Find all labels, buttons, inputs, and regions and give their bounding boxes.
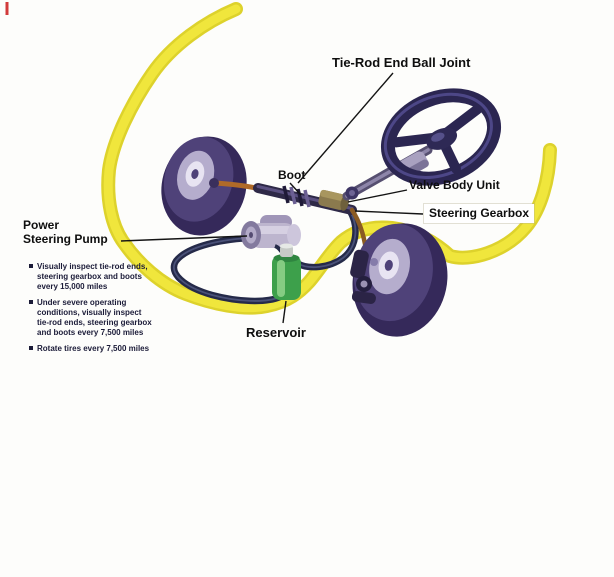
leader-pump [120,235,248,242]
right-wheel-hub-parts [350,249,378,304]
label-boot: Boot [278,168,306,182]
pump-body-highlight [254,226,292,234]
valve-body-highlight [320,189,346,202]
pressure-hose-highlight [173,237,281,302]
right-hub-center [384,259,393,271]
leader-tie-rod [297,72,394,184]
reservoir-part [272,243,301,300]
boot-part [282,185,311,208]
maintenance-note-text: Visually inspect tie-rod ends, steering … [37,262,148,291]
maintenance-note-item: Under severe operating conditions, visua… [29,298,153,338]
left-ball-joint [209,178,219,188]
body-outline-stroke [103,4,555,313]
reservoir-cap [280,246,293,257]
brake-caliper-bolt [360,280,368,288]
car-body-outline [101,2,557,315]
reservoir-cap-top [280,243,293,249]
steering-wheel [380,88,502,186]
label-reservoir: Reservoir [246,325,306,340]
maintenance-note-item: Visually inspect tie-rod ends, steering … [29,262,153,292]
bullet-square-icon [29,264,33,268]
label-steering-gearbox: Steering Gearbox [424,204,535,223]
reservoir-highlight [277,260,285,297]
valve-body-part [318,189,349,211]
boot-rib [303,189,311,208]
rack-and-pinion [209,178,369,253]
maintenance-note-text: Under severe operating conditions, visua… [37,298,152,337]
left-wheel [161,136,247,236]
leader-valve-body [347,189,408,203]
u-joint-center [349,190,355,196]
leader-boot [289,182,302,196]
return-hose-highlight [296,210,357,269]
bullet-square-icon [29,300,33,304]
label-valve-body-unit: Valve Body Unit [409,178,500,192]
leader-steering-gearbox [354,210,424,215]
hydraulic-hoses [170,207,359,305]
steering-wheel-hub-highlight [431,132,445,142]
power-steering-pump-part [241,215,301,249]
left-hub-center [191,169,199,179]
leader-reservoir [282,300,287,324]
label-power-steering-pump: Power Steering Pump [23,218,108,247]
leader-lines [120,72,424,324]
maintenance-note-text: Rotate tires every 7,500 miles [37,344,150,353]
maintenance-notes-list: Visually inspect tie-rod ends, steering … [29,262,153,360]
bullet-square-icon [29,346,33,350]
boot-rib [282,185,290,204]
reservoir-shoulder [273,254,300,262]
knuckle-joint [370,258,378,266]
right-wheel [352,223,448,337]
pump-end-cap [287,224,301,246]
label-tie-rod-end-ball-joint: Tie-Rod End Ball Joint [332,55,471,70]
lower-control-arm [351,291,376,304]
maintenance-note-item: Rotate tires every 7,500 miles [29,344,153,354]
steering-knuckle [350,249,369,279]
pump-pulley-nut [249,232,253,238]
boot-rib [289,186,297,205]
